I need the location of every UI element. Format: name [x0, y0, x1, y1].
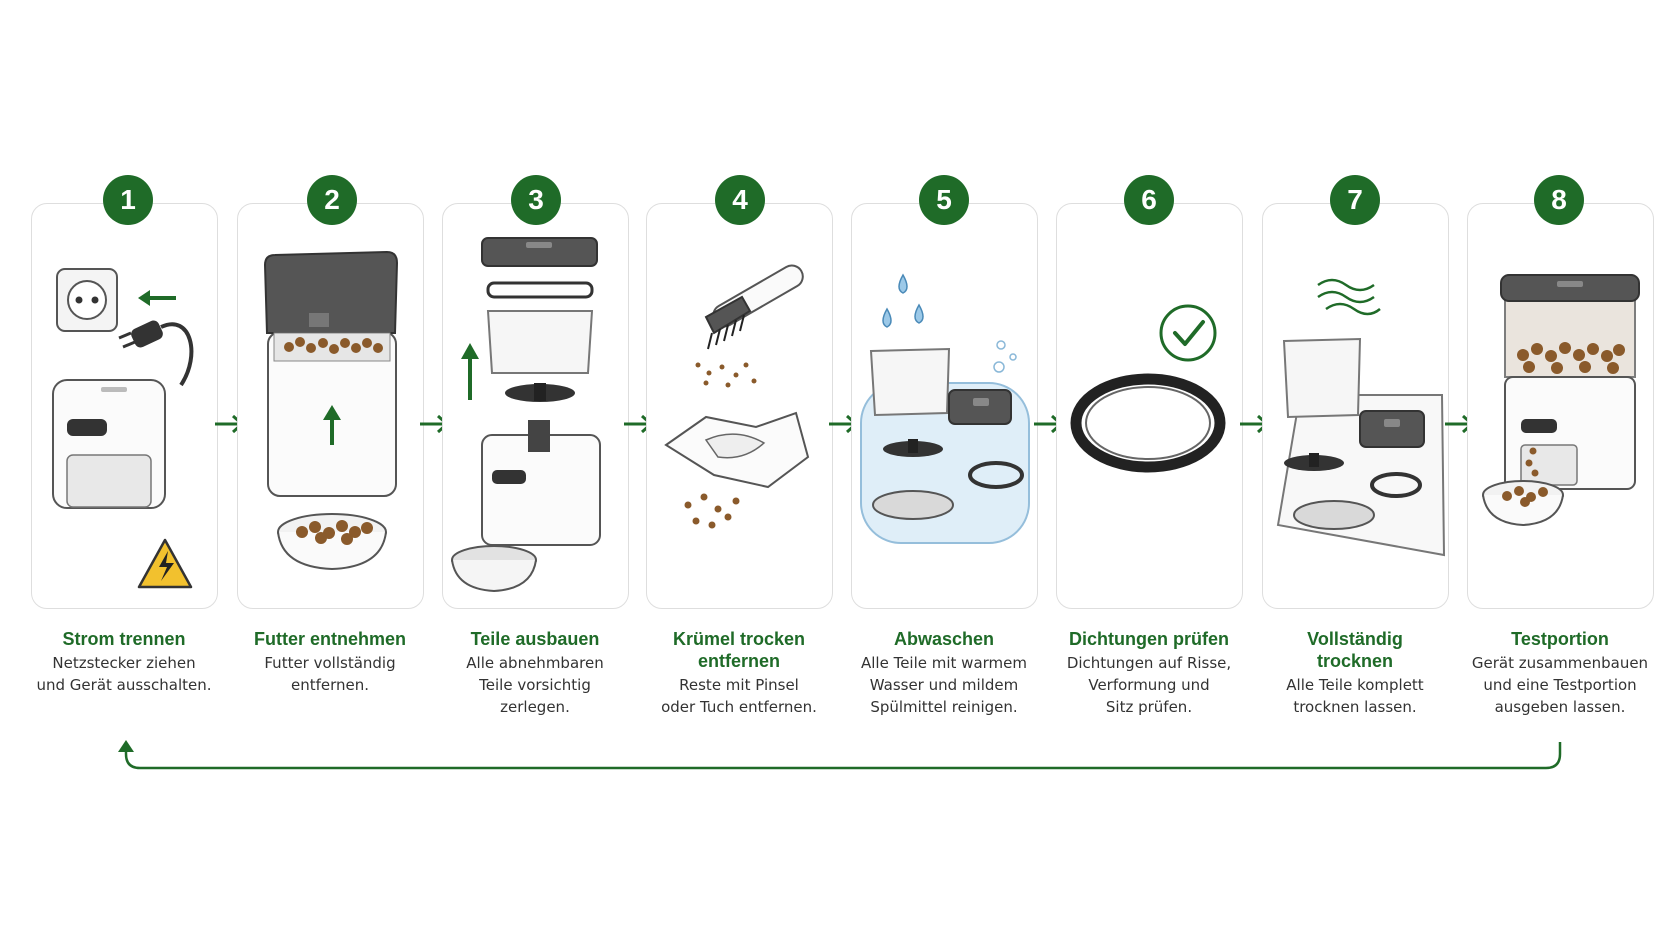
step-title-2: Futter entnehmen: [253, 629, 406, 649]
step-title-7: Vollständig trocknen: [1307, 629, 1403, 671]
step-desc-2: Futter vollständig entfernen.: [264, 654, 396, 694]
step-title-5: Abwaschen: [893, 629, 995, 649]
bubbles-icon: [993, 340, 1017, 373]
food-bowl-icon: [277, 513, 387, 571]
step-title-6: Dichtungen prüfen: [1069, 629, 1229, 649]
step-5-illustration: [860, 273, 1030, 544]
step-badge-7: 7: [1330, 175, 1380, 225]
step-desc-7: Alle Teile komplett trocknen lassen.: [1286, 676, 1424, 716]
step-caption-7: Vollständig trocknen Alle Teile komplett…: [1255, 628, 1455, 718]
assembled-feeder-icon: [1500, 274, 1640, 490]
step-badge-5: 5: [919, 175, 969, 225]
step-desc-8: Gerät zusammenbauen und eine Testportion…: [1471, 654, 1649, 716]
step-3-illustration: [451, 237, 601, 593]
warning-icon: [137, 538, 193, 589]
step-2-illustration: [263, 250, 399, 571]
step-6-illustration: [1070, 304, 1226, 473]
step-caption-1: Strom trennen Netzstecker ziehen und Ger…: [24, 628, 224, 696]
step-badge-2: 2: [307, 175, 357, 225]
step-1-illustration: [52, 268, 194, 589]
step-title-3: Teile ausbauen: [470, 629, 600, 649]
step-badge-1: 1: [103, 175, 153, 225]
step-desc-6: Dichtungen auf Risse, Verformung und Sit…: [1066, 654, 1232, 716]
feeder-icon: [52, 379, 166, 509]
step-title-1: Strom trennen: [62, 629, 186, 649]
step-caption-2: Futter entnehmen Futter vollständig entf…: [230, 628, 430, 696]
step-desc-3: Alle abnehmbaren Teile vorsichtig zerleg…: [466, 654, 604, 716]
check-icon: [1159, 304, 1217, 362]
step-badge-6: 6: [1124, 175, 1174, 225]
cloth-icon: [664, 411, 810, 529]
open-feeder-icon: [263, 250, 399, 497]
socket-icon: [56, 268, 118, 332]
step-badge-3: 3: [511, 175, 561, 225]
step-caption-8: Testportion Gerät zusammenbauen und eine…: [1460, 628, 1660, 718]
step-caption-3: Teile ausbauen Alle abnehmbaren Teile vo…: [435, 628, 635, 718]
plug-icon: [118, 320, 194, 387]
wash-basin-icon: [860, 347, 1030, 544]
drying-parts-icon: [1276, 337, 1446, 557]
step-caption-6: Dichtungen prüfen Dichtungen auf Risse, …: [1049, 628, 1249, 718]
gasket-ring-icon: [1070, 373, 1226, 473]
step-title-4: Krümel trocken entfernen: [672, 629, 806, 671]
step-caption-5: Abwaschen Alle Teile mit warmem Wasser u…: [844, 628, 1044, 718]
step-4-illustration: [664, 264, 810, 529]
step-desc-4: Reste mit Pinsel oder Tuch entfernen.: [661, 676, 817, 716]
step-desc-5: Alle Teile mit warmem Wasser und mildem …: [860, 654, 1027, 716]
water-drops-icon: [882, 273, 924, 328]
step-desc-1: Netzstecker ziehen und Gerät ausschalten…: [36, 654, 212, 694]
step-title-8: Testportion: [1511, 629, 1609, 649]
arrow-left-icon: [138, 290, 176, 306]
step-badge-4: 4: [715, 175, 765, 225]
step-caption-4: Krümel trocken entfernen Reste mit Pinse…: [639, 628, 839, 718]
step-7-illustration: [1276, 278, 1446, 557]
exploded-parts-icon: [451, 237, 601, 593]
loop-back-arrow: [118, 740, 1562, 770]
step-8-illustration: [1482, 274, 1640, 527]
brush-icon: [695, 264, 804, 388]
step-badge-8: 8: [1534, 175, 1584, 225]
food-bowl-icon: [1482, 447, 1564, 527]
air-flow-icon: [1317, 278, 1381, 316]
